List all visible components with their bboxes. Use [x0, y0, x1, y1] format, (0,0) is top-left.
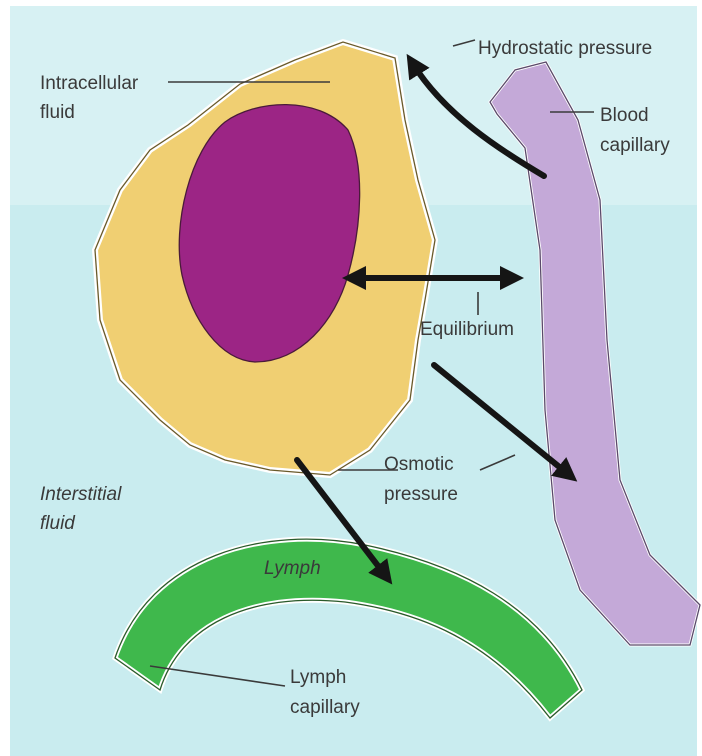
- intracellular-fluid-label-line1: Intracellular: [40, 73, 139, 94]
- lymph-label: Lymph: [264, 558, 321, 579]
- osmotic-pressure-label-line2: pressure: [384, 484, 458, 505]
- blood-capillary-label-line2: capillary: [600, 135, 670, 156]
- osmotic-pressure-label-line1: Osmotic: [384, 454, 454, 475]
- lymph-capillary-label-line1: Lymph: [290, 667, 346, 688]
- interstitial-fluid-label-line2: fluid: [40, 513, 76, 534]
- lymph-capillary-label-line2: capillary: [290, 697, 360, 718]
- hydrostatic-pressure-label: Hydrostatic pressure: [478, 38, 652, 59]
- equilibrium-label: Equilibrium: [420, 319, 514, 340]
- white-border-right: [697, 0, 702, 756]
- blood-capillary-label-line1: Blood: [600, 105, 649, 126]
- white-border-left: [0, 0, 10, 756]
- white-border-top: [0, 0, 702, 6]
- interstitial-fluid-label-line1: Interstitial: [40, 484, 122, 505]
- intracellular-fluid-label-line2: fluid: [40, 102, 75, 123]
